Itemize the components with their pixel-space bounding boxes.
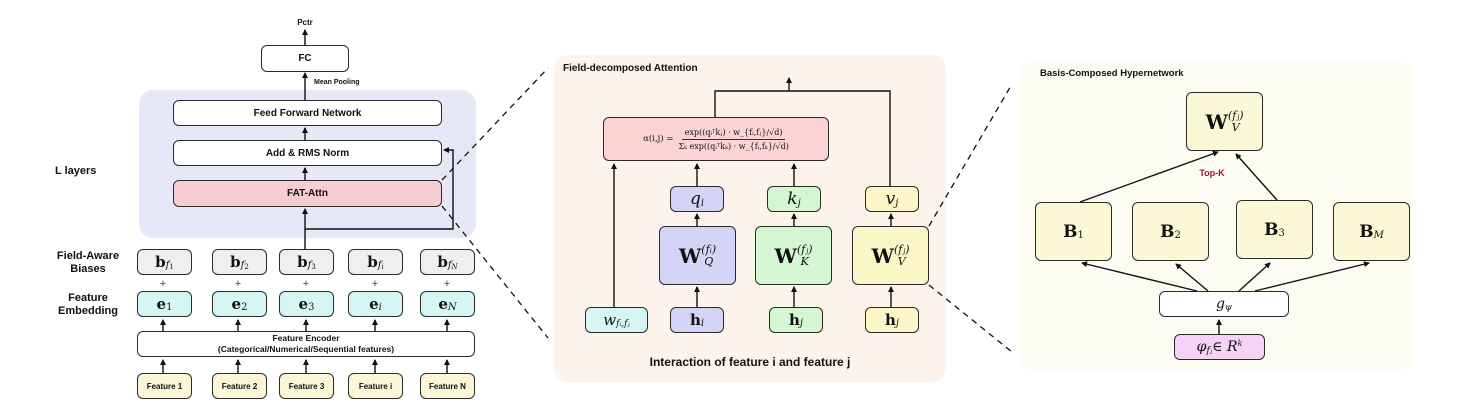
mean-pooling-label: Mean Pooling xyxy=(314,79,360,86)
fc-label: FC xyxy=(298,53,312,64)
biases-label-line1: Field-Aware xyxy=(56,250,120,262)
formula-fraction: exp((qᵢᵀkⱼ) · w_{fᵢ,fⱼ}/√d) Σₖ exp((qᵢᵀk… xyxy=(678,128,788,151)
wv-output-box[interactable]: W (fⱼ)V xyxy=(1186,92,1263,151)
attention-title: Field-decomposed Attention xyxy=(563,63,698,74)
wk-box[interactable]: W (fⱼ)K xyxy=(755,226,832,285)
wv-output-scripts: (fⱼ)V xyxy=(1227,108,1244,134)
formula-numerator: exp((qᵢᵀkⱼ) · w_{fᵢ,fⱼ}/√d) xyxy=(681,128,786,140)
plus-sign: + xyxy=(302,278,310,290)
wv-scripts: (fⱼ)V xyxy=(893,242,910,268)
feature-box[interactable]: Feature N xyxy=(420,373,475,399)
wk-scripts: (fⱼ)K xyxy=(796,242,813,268)
embedding-label: Feature Embedding xyxy=(48,292,128,318)
topk-label: Top-K xyxy=(1199,168,1225,178)
embedding-label-line2: Embedding xyxy=(58,305,118,317)
fat-attn-label: FAT-Attn xyxy=(287,188,328,199)
fc-box[interactable]: FC xyxy=(261,45,349,72)
encoder-subtitle: (Categorical/Numerical/Sequential featur… xyxy=(217,344,395,354)
norm-label: Add & RMS Norm xyxy=(265,147,350,159)
biases-label: Field-Aware Biases xyxy=(48,250,128,276)
output-label: Pctr xyxy=(297,18,313,27)
embedding-label-line1: Feature xyxy=(68,292,108,304)
ffn-box[interactable]: Feed Forward Network xyxy=(173,100,442,126)
feature-encoder-box[interactable]: Feature Encoder (Categorical/Numerical/S… xyxy=(137,331,475,357)
attention-caption: Interaction of feature i and feature j xyxy=(649,355,851,369)
wq-box[interactable]: W (fᵢ)Q xyxy=(659,226,736,285)
ffn-label: Feed Forward Network xyxy=(253,107,362,119)
feature-box[interactable]: Feature 2 xyxy=(212,373,267,399)
norm-box[interactable]: Add & RMS Norm xyxy=(173,140,442,166)
encoder-title: Feature Encoder xyxy=(272,333,340,343)
hypernetwork-title: Basis-Composed Hypernetwork xyxy=(1040,68,1184,79)
formula-lhs: α(i,j) = xyxy=(643,134,674,144)
wq-scripts: (fᵢ)Q xyxy=(701,242,717,268)
layers-label: L layers xyxy=(55,165,97,177)
plus-sign: + xyxy=(443,278,451,290)
plus-sign: + xyxy=(234,278,242,290)
biases-label-line2: Biases xyxy=(70,263,106,275)
plus-sign: + xyxy=(159,278,167,290)
feature-box[interactable]: Feature i xyxy=(348,373,403,399)
formula-box[interactable]: α(i,j) = exp((qᵢᵀkⱼ) · w_{fᵢ,fⱼ}/√d) Σₖ … xyxy=(603,117,829,161)
fat-attn-box[interactable]: FAT-Attn xyxy=(173,180,442,207)
formula-denominator: Σₖ exp((qᵢᵀkₖ) · w_{fᵢ,fₖ}/√d) xyxy=(678,141,789,151)
plus-sign: + xyxy=(371,278,379,290)
wv-box[interactable]: W (fⱼ)V xyxy=(852,226,929,285)
feature-box[interactable]: Feature 3 xyxy=(279,373,334,399)
feature-box[interactable]: Feature 1 xyxy=(137,373,192,399)
